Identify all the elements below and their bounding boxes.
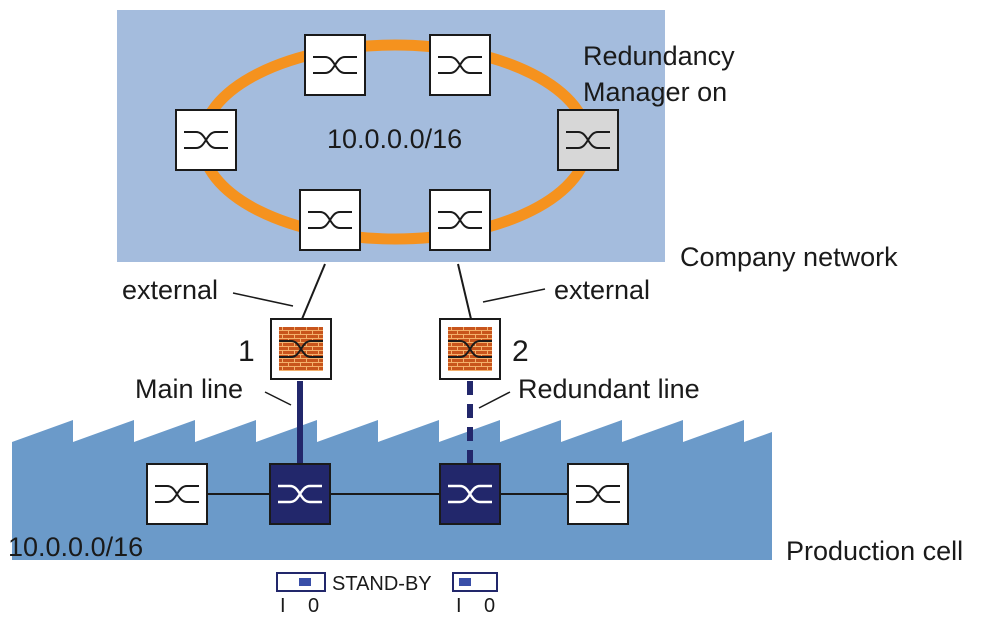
switch-icon xyxy=(155,485,199,503)
ring-switch-top-right xyxy=(429,34,491,96)
leader-main-line xyxy=(264,391,292,406)
uplink-right xyxy=(457,263,472,320)
toggle-b-off: 0 xyxy=(484,595,495,617)
production-cell-label: Production cell xyxy=(786,536,963,566)
standby-label: STAND-BY xyxy=(332,573,432,595)
toggle-a-off: 0 xyxy=(308,595,319,617)
switch-icon xyxy=(448,340,492,358)
switch-icon xyxy=(308,211,352,229)
switch-icon xyxy=(448,484,492,504)
redundancy-manager-switch xyxy=(557,109,619,171)
cell-switch-main xyxy=(269,463,331,525)
cell-switch-redundant xyxy=(439,463,501,525)
production-subnet-label: 10.0.0.0/16 xyxy=(8,532,143,562)
redundancy-manager-label-line1: Redundancy xyxy=(583,41,735,71)
firewall-2-number: 2 xyxy=(512,335,529,368)
main-line-label: Main line xyxy=(135,374,243,404)
ring-switch-bottom-right xyxy=(429,189,491,251)
leader-external-right xyxy=(482,288,546,303)
redundant-line-label: Redundant line xyxy=(518,374,700,404)
switch-icon xyxy=(576,485,620,503)
toggle-a-on: I xyxy=(280,595,286,617)
ring-switch-left xyxy=(175,109,237,171)
standby-toggle-icon xyxy=(452,572,498,592)
switch-icon xyxy=(184,131,228,149)
redundancy-manager-label-line2: Manager on xyxy=(583,77,727,107)
ring-switch-top-left xyxy=(304,34,366,96)
toggle-b-on: I xyxy=(456,595,462,617)
switch-icon xyxy=(313,56,357,74)
switch-icon xyxy=(566,131,610,149)
uplink-left xyxy=(301,263,326,320)
cell-switch-4 xyxy=(567,463,629,525)
switch-icon xyxy=(279,340,323,358)
cell-switch-1 xyxy=(146,463,208,525)
switch-icon xyxy=(278,484,322,504)
external-left-label: external xyxy=(122,275,218,305)
switch-icon xyxy=(438,211,482,229)
firewall-1-number: 1 xyxy=(238,335,255,368)
company-network-label: Company network xyxy=(680,242,898,272)
company-subnet-label: 10.0.0.0/16 xyxy=(327,124,462,154)
leader-redundant-line xyxy=(478,391,511,409)
firewall-2 xyxy=(439,318,501,380)
switch-icon xyxy=(438,56,482,74)
standby-toggle-icon xyxy=(276,572,326,592)
leader-external-left xyxy=(232,292,294,307)
external-right-label: external xyxy=(554,275,650,305)
ring-switch-bottom-left xyxy=(299,189,361,251)
firewall-1 xyxy=(270,318,332,380)
